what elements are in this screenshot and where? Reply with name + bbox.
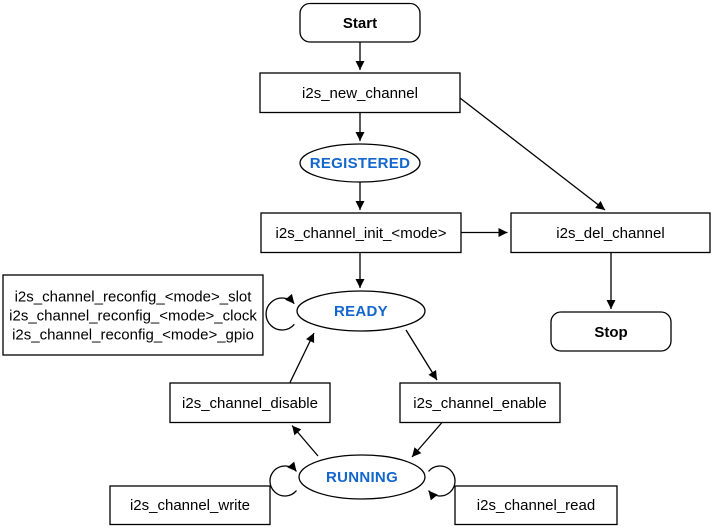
node-ready: READY (296, 290, 426, 332)
node-start: Start (299, 2, 421, 43)
node-new-channel: i2s_new_channel (259, 72, 461, 114)
disable-node-label: i2s_channel_disable (182, 395, 318, 412)
init-node-label: i2s_channel_init_<mode> (276, 225, 447, 242)
reconfig-line-slot: i2s_channel_reconfig_<mode>_slot (15, 289, 253, 306)
enable-node-label: i2s_channel_enable (413, 395, 546, 412)
reconfig-line-clock: i2s_channel_reconfig_<mode>_clock (9, 308, 257, 325)
start-node-shape (299, 2, 421, 43)
read-node-shape (454, 485, 618, 526)
write-node-label: i2s_channel_write (130, 497, 250, 514)
stop-node-label: Stop (594, 324, 627, 341)
node-disable: i2s_channel_disable (169, 382, 331, 424)
init-node-shape (260, 212, 462, 254)
registered-state-shape (299, 143, 421, 183)
enable-node-shape (399, 382, 561, 424)
node-del-channel: i2s_del_channel (510, 212, 711, 254)
edge-enable-to-running (411, 422, 443, 458)
write-node-shape (109, 485, 271, 526)
running-state-label: RUNNING (326, 469, 398, 486)
node-stop: Stop (550, 311, 672, 352)
node-running: RUNNING (298, 454, 426, 500)
stop-node-shape (550, 311, 672, 352)
node-registered: REGISTERED (299, 143, 421, 183)
edge-new-channel-to-del-channel (459, 97, 606, 211)
start-node-label: Start (343, 15, 377, 32)
ready-state-label: READY (334, 303, 388, 320)
edge-disable-to-ready (289, 332, 315, 383)
registered-state-label: REGISTERED (310, 155, 411, 172)
new-channel-node-shape (259, 72, 461, 114)
reconfig-line-gpio: i2s_channel_reconfig_<mode>_gpio (12, 327, 254, 344)
running-state-shape (298, 454, 426, 500)
ready-state-shape (296, 290, 426, 332)
edge-ready-to-enable (405, 329, 438, 381)
del-channel-node-shape (510, 212, 711, 254)
node-enable: i2s_channel_enable (399, 382, 561, 424)
edge-ready-self-loop (265, 293, 295, 331)
edge-running-to-disable (291, 425, 319, 457)
disable-node-shape (169, 382, 331, 424)
del-channel-node-label: i2s_del_channel (556, 225, 664, 242)
edge-running-self-loop-right (428, 465, 456, 501)
node-reconfig: i2s_channel_reconfig_<mode>_slot i2s_cha… (2, 274, 264, 356)
node-init: i2s_channel_init_<mode> (260, 212, 462, 254)
node-read: i2s_channel_read (454, 485, 618, 526)
new-channel-node-label: i2s_new_channel (302, 85, 418, 102)
node-write: i2s_channel_write (109, 485, 271, 526)
edge-running-self-loop-left (269, 461, 297, 497)
read-node-label: i2s_channel_read (477, 497, 595, 514)
reconfig-node-shape (2, 274, 264, 356)
